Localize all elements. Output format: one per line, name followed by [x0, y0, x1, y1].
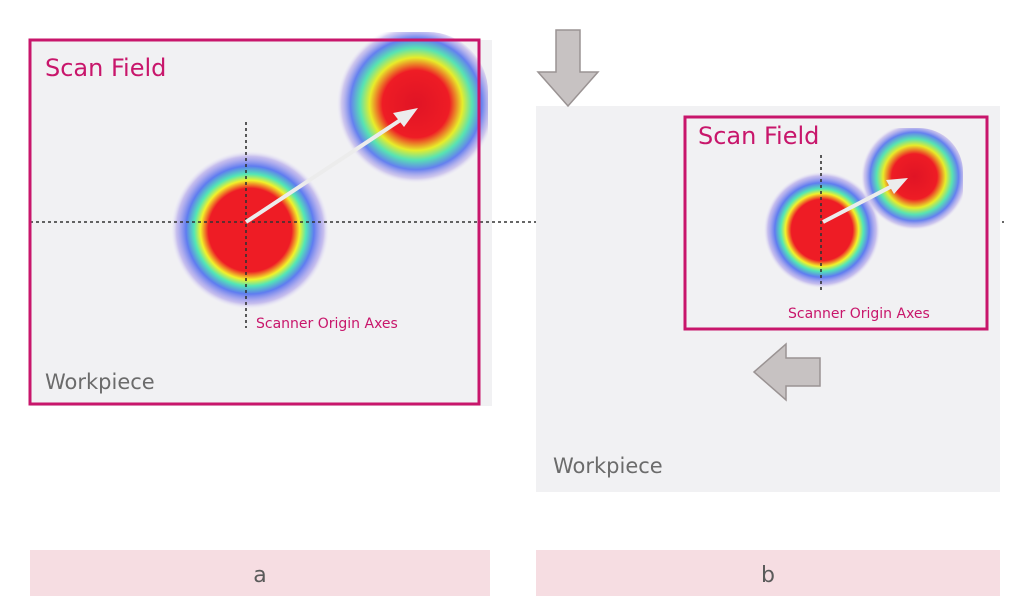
heat-spot-b-start: [763, 171, 881, 289]
scan-field-frame-b: [683, 115, 989, 331]
workpiece-label-a: Workpiece: [45, 370, 155, 394]
workpiece-label-b: Workpiece: [553, 454, 663, 478]
scan-field-frame-a: [28, 38, 481, 406]
down-arrow-icon: [536, 29, 600, 108]
heat-spot-b-end: [855, 128, 963, 236]
scan-field-label-b: Scan Field: [698, 122, 819, 150]
panel-caption-b: b: [761, 563, 775, 588]
left-arrow-icon: [752, 342, 821, 402]
scanner-axes-label-a: Scanner Origin Axes: [256, 316, 398, 332]
scanner-axes-label-b: Scanner Origin Axes: [788, 306, 930, 322]
heat-spot-a-start: [170, 150, 330, 310]
caption-bar-b: b: [536, 550, 1000, 596]
caption-bar-a: a: [30, 550, 490, 596]
panel-caption-a: a: [253, 563, 266, 588]
trajectory-arrow-a: [244, 108, 418, 224]
panel-b: Scan Field Scanner Origin Axes Workpiece: [536, 29, 1000, 492]
trajectory-arrow-b: [822, 178, 908, 224]
scan-field-label-a: Scan Field: [45, 54, 166, 82]
panel-a: Scan Field Scanner Origin Axes Workpiece: [28, 32, 1004, 406]
